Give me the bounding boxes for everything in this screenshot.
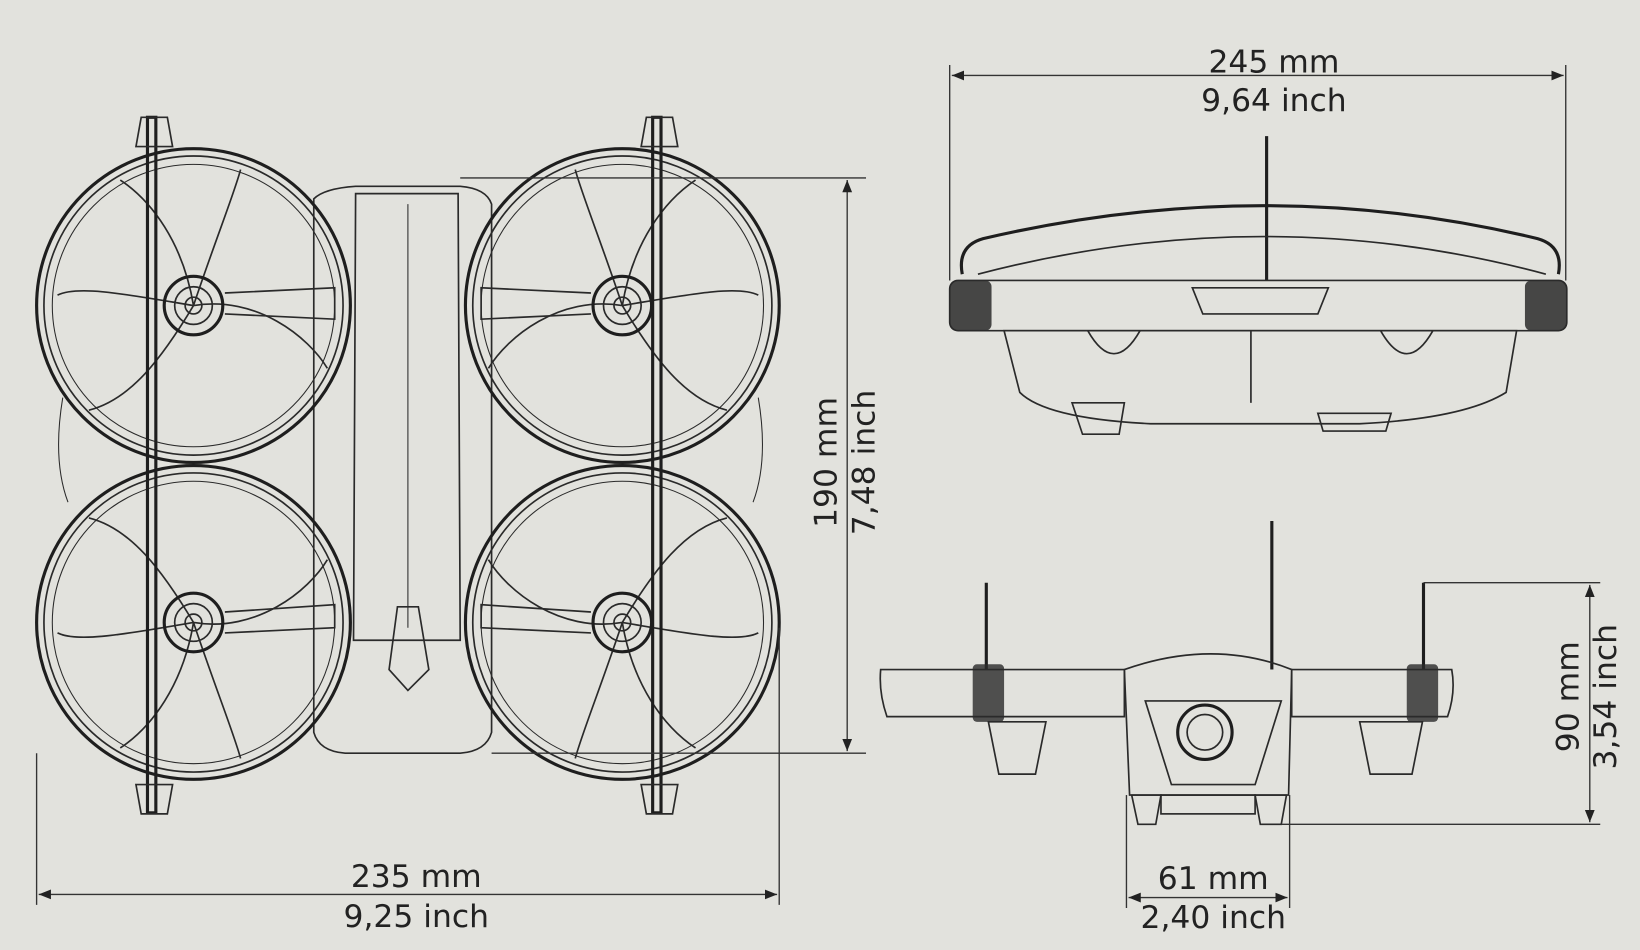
side-view-width-dimension: 245 mm 9,64 inch — [949, 44, 1567, 281]
front-view-height-dimension: 90 mm 3,54 inch — [1281, 582, 1624, 826]
front-height-mm: 90 mm — [1550, 641, 1586, 752]
side-width-mm: 245 mm — [1208, 44, 1339, 80]
top-view-length-dimension: 190 mm 7,48 inch — [460, 177, 882, 754]
side-view — [948, 136, 1568, 436]
top-length-mm: 190 mm — [809, 397, 845, 528]
top-view — [35, 115, 781, 815]
logo-mark — [388, 605, 430, 692]
top-width-inch: 9,25 inch — [344, 899, 490, 935]
front-height-inch: 3,54 inch — [1588, 624, 1624, 770]
top-length-inch: 7,48 inch — [846, 390, 882, 536]
side-width-inch: 9,64 inch — [1201, 83, 1347, 119]
battery-spine — [352, 192, 462, 642]
front-view-body-width-dimension: 61 mm 2,40 inch — [1125, 795, 1291, 936]
top-width-mm: 235 mm — [351, 859, 482, 895]
top-view-width-dimension: 235 mm 9,25 inch — [35, 627, 780, 935]
guard-bar-left — [145, 115, 158, 815]
guard-frame — [959, 204, 1561, 275]
front-body — [1123, 653, 1293, 796]
front-body-width-inch: 2,40 inch — [1141, 900, 1287, 936]
front-view — [879, 521, 1454, 826]
camera-lens — [1176, 703, 1234, 762]
body-outline — [312, 185, 493, 755]
front-body-width-mm: 61 mm — [1158, 861, 1269, 897]
